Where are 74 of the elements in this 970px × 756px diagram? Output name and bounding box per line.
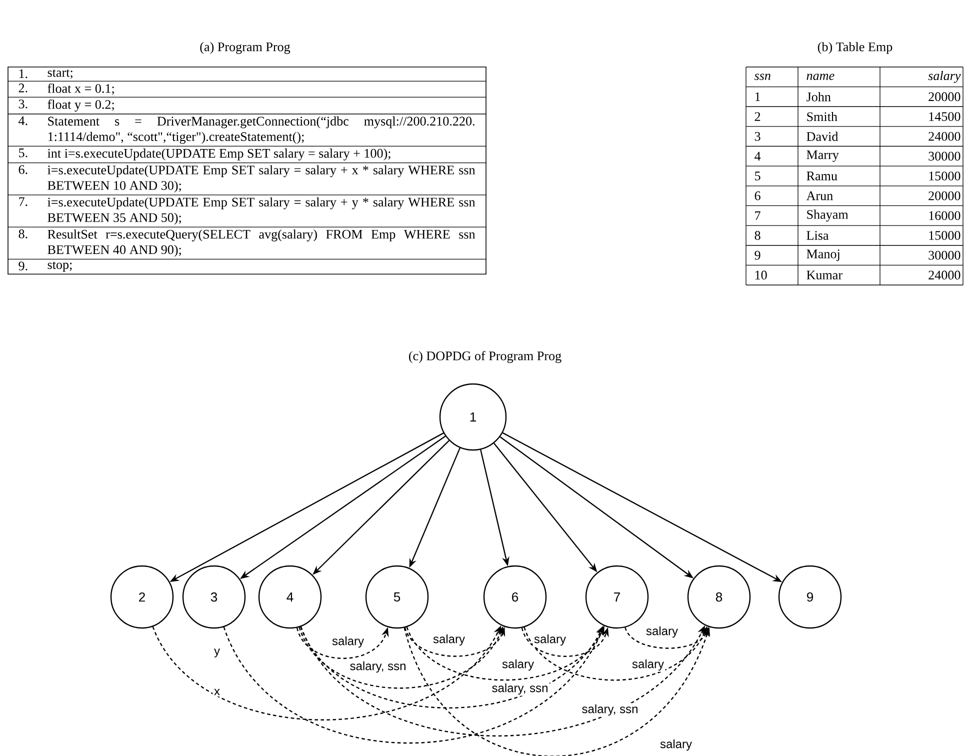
line-number: 5. (19, 148, 28, 158)
code-line: int i=s.executeUpdate(UPDATE Emp SET salary = salary + 100); (48, 148, 390, 160)
table-entry: 7 (755, 211, 760, 220)
table-entry: 24000 (928, 270, 960, 280)
table-entry: 3 (754, 132, 760, 141)
table-entry: 14500 (929, 112, 960, 121)
line-number: 6. (18, 165, 28, 174)
edge-label: y (212, 647, 222, 659)
edge-label: salary, ssn (348, 660, 408, 674)
code-line: float y = 0.2; (48, 100, 114, 112)
graph-node: 2 (110, 565, 174, 629)
table-entry: 16000 (929, 211, 960, 220)
panel-caption: (a) Program Prog (200, 42, 290, 54)
graph-node: 8 (687, 565, 751, 629)
table-entry: David (806, 132, 838, 141)
line-number: 2. (18, 84, 28, 92)
edge-label: salary (658, 738, 694, 752)
column-header: name (806, 74, 834, 80)
line-number: 1. (19, 69, 28, 78)
table-entry: 15000 (929, 231, 960, 240)
graph-node: 3 (182, 565, 246, 629)
panel-caption: (c) DOPDG of Program Prog (409, 350, 562, 363)
table-entry: 9 (754, 250, 760, 260)
code-line: float x = 0.1; (48, 84, 114, 95)
column-header: salary (928, 70, 961, 83)
table-entry: 2 (754, 112, 760, 121)
edge-label: salary, ssn (580, 703, 640, 717)
table-entry: 20000 (928, 92, 960, 102)
column-header: ssn (754, 74, 770, 80)
graph-node: 7 (585, 565, 649, 629)
table-entry: John (806, 92, 831, 102)
table-entry: 10 (755, 270, 767, 280)
line-number: 9. (18, 262, 28, 270)
table-entry: Smith (807, 112, 838, 122)
edge-label: salary (500, 658, 536, 672)
table-entry: 20000 (928, 191, 960, 200)
code-line: i=s.executeUpdate(UPDATE Emp SET salary = salary + x * salary WHERE ssn BETWEEN 10 AND 30); (48, 165, 476, 193)
line-number: 8. (18, 229, 28, 238)
table-entry: Shayam (807, 210, 848, 222)
edge-label: salary (630, 658, 666, 672)
edge-label: salary, ssn (490, 682, 550, 696)
table-entry: Lisa (806, 231, 829, 240)
code-line: i=s.executeUpdate(UPDATE Emp SET salary = salary + y * salary WHERE ssn BETWEEN 35 AND 50); (48, 197, 476, 225)
edge-label: salary (532, 633, 568, 647)
line-number: 4. (18, 116, 28, 126)
table-entry: 1 (755, 92, 760, 102)
graph-node: 1 (439, 383, 507, 451)
line-number: 3. (18, 100, 28, 108)
graph-node: 9 (778, 565, 842, 629)
table-entry: Manoj (806, 250, 840, 261)
table-entry: Ramu (806, 172, 838, 180)
table-entry: 30000 (928, 250, 960, 260)
graph-node: 6 (483, 565, 547, 629)
graph-node: 5 (365, 565, 429, 629)
code-line: Statement s = DriverManager.getConnection(“jdbc mysql://200.210.220. 1:1114/demo", “scott",“tiger").createStatement(); (48, 116, 474, 144)
table-entry: 5 (755, 172, 760, 180)
table-entry: Arun (806, 191, 833, 200)
graph-node: 4 (258, 565, 322, 629)
panel-caption: (b) Table Emp (818, 42, 892, 54)
edge-label: salary (432, 633, 466, 647)
table-entry: 30000 (928, 152, 960, 161)
table-entry: Marry (806, 150, 839, 162)
code-line: ResultSet r=s.executeQuery(SELECT avg(salary) FROM Emp WHERE ssn BETWEEN 40 AND 90); (48, 229, 476, 257)
table-entry: 15000 (929, 172, 960, 180)
edge-label: x (212, 688, 222, 696)
line-number: 7. (19, 197, 28, 206)
table-entry: 24000 (928, 132, 960, 141)
table-entry: 4 (754, 152, 761, 160)
code-line: stop; (48, 262, 72, 272)
table-entry: 8 (754, 231, 760, 240)
table-entry: Kumar (806, 270, 842, 280)
code-line: start; (48, 69, 72, 79)
table-entry: 6 (754, 191, 760, 200)
edge-label: salary (330, 635, 366, 649)
